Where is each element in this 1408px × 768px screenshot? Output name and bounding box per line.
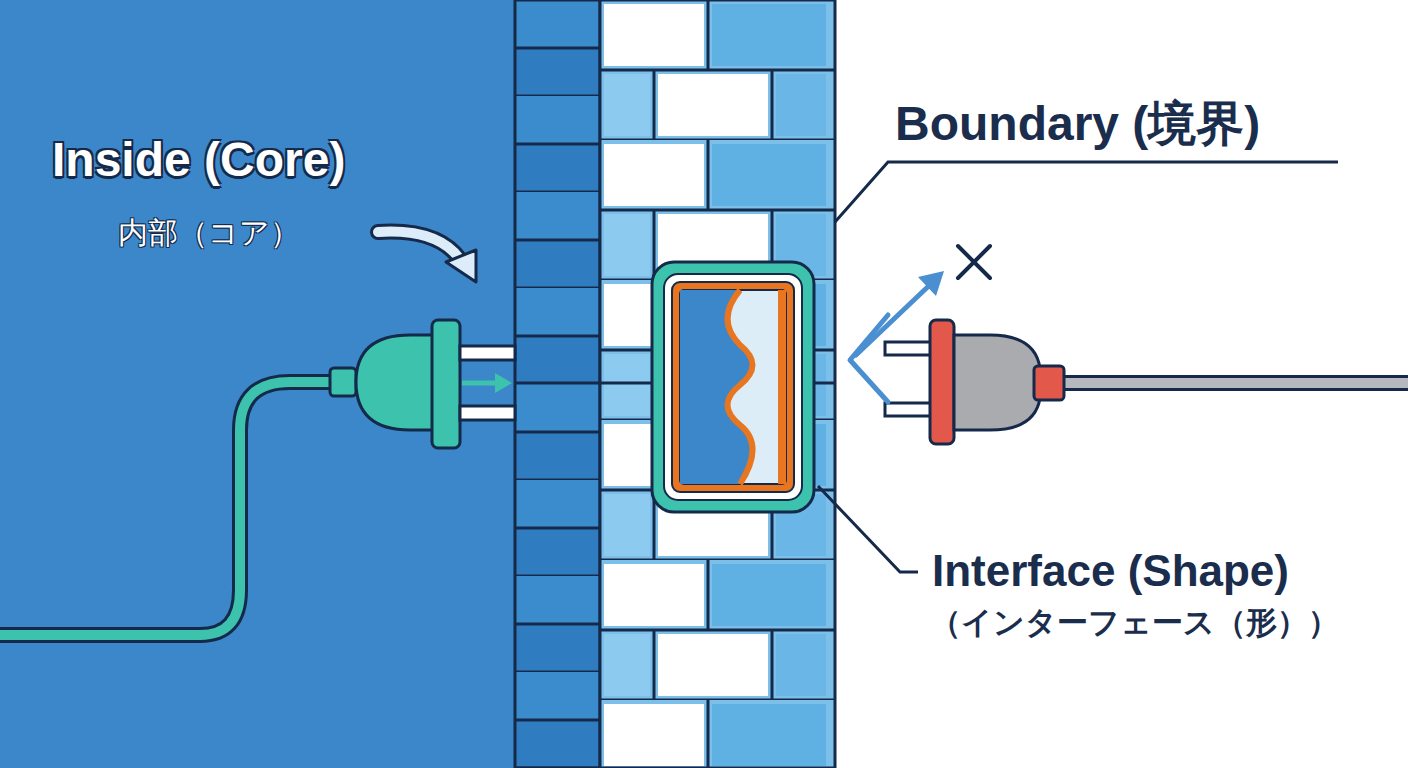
interface-label: （インターフェース（形）） xyxy=(930,602,1339,644)
reject-cross xyxy=(958,246,990,278)
core-title: Inside (Core) xyxy=(52,132,345,187)
core-region: Inside (Core) 内部（コア） xyxy=(0,0,515,768)
core-block xyxy=(0,0,515,768)
core-subtitle: 内部（コア） xyxy=(118,213,300,254)
interface-leader xyxy=(818,486,918,572)
interface-socket xyxy=(652,262,814,512)
core-plug xyxy=(330,320,515,448)
boundary-leader xyxy=(835,162,1338,222)
interface-label: Interface (Shape) xyxy=(932,546,1289,596)
boundary-label: Boundary (境界) xyxy=(895,92,1260,156)
foreign-plug xyxy=(885,320,1064,444)
